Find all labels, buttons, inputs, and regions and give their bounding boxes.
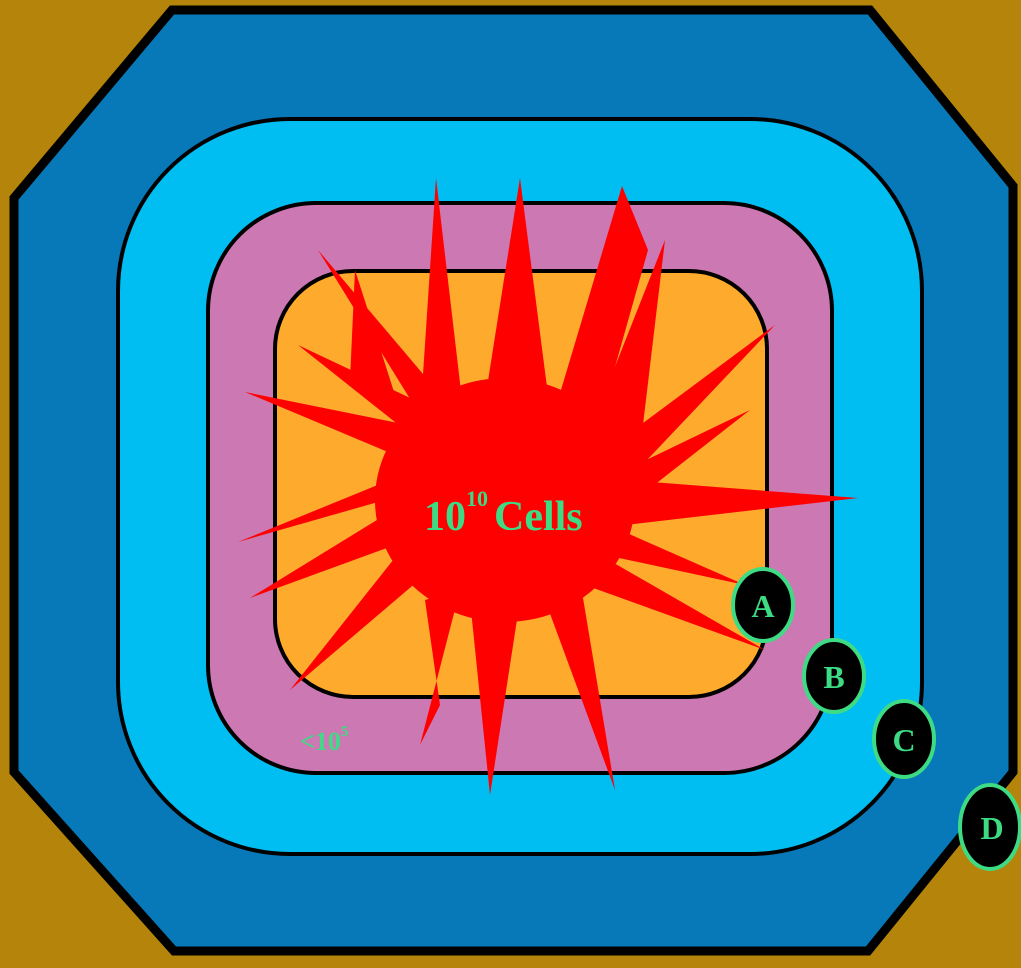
marker-a[interactable]: A — [733, 569, 793, 641]
marker-a-label: A — [751, 588, 774, 624]
tumor-label-suffix: Cells — [494, 494, 583, 540]
margin-label-prefix: <10 — [300, 727, 341, 756]
tumor-label-exponent: 10 — [466, 486, 488, 511]
marker-b[interactable]: B — [804, 640, 864, 712]
margin-label-exponent: 5 — [341, 724, 349, 740]
marker-d[interactable]: D — [960, 785, 1020, 869]
tumor-label-base: 10 — [424, 494, 466, 540]
marker-c-label: C — [892, 722, 915, 758]
marker-b-label: B — [823, 659, 844, 695]
marker-d-label: D — [980, 810, 1003, 846]
marker-c[interactable]: C — [874, 701, 934, 777]
